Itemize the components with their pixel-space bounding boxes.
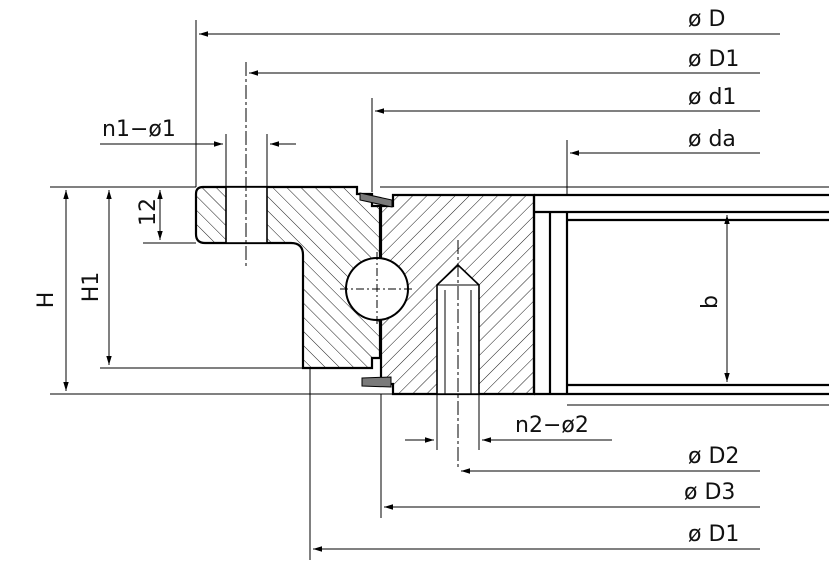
label-d2: ø D2	[688, 444, 739, 469]
label-da: ø da	[688, 127, 736, 152]
dimension-lines	[63, 20, 780, 560]
label-d1-top: ø D1	[688, 47, 739, 72]
label-n2: n2−ø2	[515, 413, 589, 438]
gear-teeth	[532, 193, 829, 406]
reference-lines	[50, 62, 829, 470]
label-d: ø D	[688, 7, 725, 32]
label-b: b	[698, 295, 723, 309]
label-h: H	[34, 292, 59, 309]
label-n1: n1−ø1	[102, 117, 176, 142]
label-d3: ø D3	[684, 480, 735, 505]
label-small-d1: ø d1	[688, 85, 736, 110]
label-d1-bottom: ø D1	[688, 522, 739, 547]
label-h1: H1	[79, 272, 104, 303]
seal-bottom	[361, 376, 392, 388]
seal-top	[359, 192, 393, 208]
ball	[340, 252, 414, 326]
label-twelve: 12	[136, 198, 161, 226]
